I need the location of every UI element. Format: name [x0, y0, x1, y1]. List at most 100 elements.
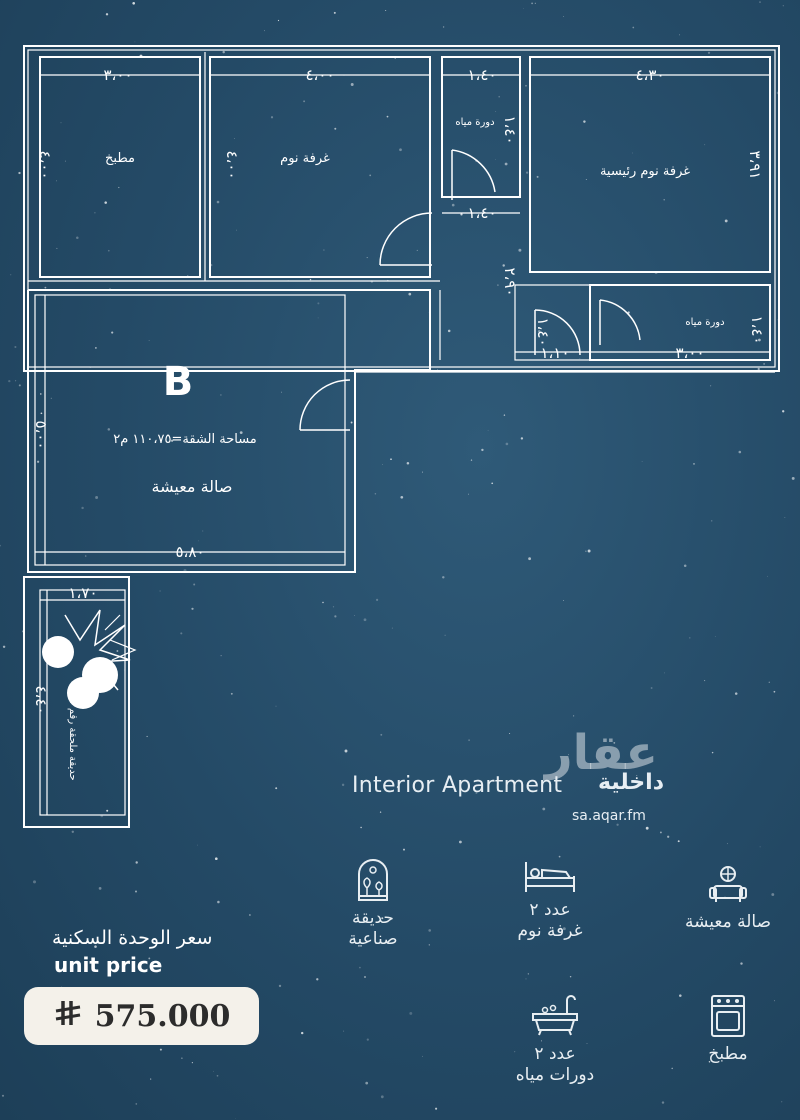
- star-dot: [661, 1101, 665, 1104]
- aqar-url: sa.aqar.fm: [572, 808, 646, 824]
- dim-garden-width: ١،٧٠: [68, 584, 97, 602]
- price-value: 575.000: [94, 998, 231, 1034]
- feature-bathrooms-count: عدد ٢: [534, 1044, 576, 1064]
- dim-bath-top-height: ١،٤٠: [501, 115, 519, 144]
- floor-plan: ٣،٠٠ ٤،٠٠ ١،٤٠ ٤،٣٠ ١،٤٠ ٣،٠٠ ١،١٠ ٥،٨٠ …: [0, 0, 800, 830]
- room-bath-top-label: دورة مياه: [455, 117, 494, 128]
- dim-bath-right-width: ٣،٠٠: [675, 344, 704, 362]
- star-dot: [759, 846, 761, 848]
- dim-bedroom-height: ٤،٠٠: [223, 150, 241, 179]
- room-kitchen-label: مطبخ: [105, 151, 135, 166]
- star-dot: [359, 966, 361, 969]
- star-dot: [667, 835, 670, 838]
- star-dot: [135, 1103, 138, 1105]
- dim-kitchen-width: ٣،٠٠: [103, 66, 132, 84]
- sofa-icon: [709, 866, 747, 902]
- star-dot: [459, 840, 462, 844]
- star-dot: [428, 944, 430, 946]
- feature-bedrooms-label: غرفة نوم: [517, 921, 583, 941]
- plan-walls: [23, 45, 780, 828]
- star-dot: [33, 880, 36, 884]
- feature-bathrooms: عدد ٢ دورات مياه: [495, 994, 615, 1086]
- dim-master-height: ٣،٩١: [746, 150, 764, 179]
- dim-bath-right-height: ١،٤٠: [748, 315, 766, 344]
- room-bedroom-label: غرفة نوم: [280, 151, 330, 166]
- star-dot: [422, 1055, 423, 1057]
- star-dot: [726, 843, 728, 845]
- star-dot: [365, 1081, 369, 1085]
- plan-dimension-lines: [35, 74, 770, 815]
- room-garden-label: حديقة ملحقة رقم ١: [67, 699, 78, 780]
- apartment-area: مساحة الشقة=١١٠،٧٥ م٢: [113, 432, 257, 447]
- star-dot: [235, 1118, 236, 1119]
- garden-plants-icon: [42, 609, 137, 709]
- aqar-logo: عقار: [545, 725, 658, 781]
- room-master-label: غرفة نوم رئيسية: [600, 164, 690, 179]
- star-dot: [316, 978, 319, 981]
- feature-garden-line2: صناعية: [348, 929, 398, 949]
- star-dot: [428, 929, 432, 932]
- dim-small-width: ١،١٠: [540, 344, 569, 362]
- dim-living-width: ٥،٨٠: [175, 543, 204, 561]
- star-dot: [569, 975, 572, 978]
- interior-apartment-title: Interior Apartment: [352, 773, 563, 798]
- room-living-label: صالة معيشة: [152, 477, 233, 496]
- star-dot: [659, 831, 662, 834]
- star-dot: [216, 1074, 219, 1077]
- star-dot: [191, 1062, 193, 1064]
- star-dot: [217, 900, 220, 904]
- plan-doors: [299, 149, 641, 431]
- plant-window-icon: [358, 859, 388, 901]
- star-dot: [197, 844, 198, 846]
- bed-icon: [525, 862, 575, 892]
- star-dot: [98, 887, 102, 890]
- star-dot: [740, 962, 743, 965]
- star-dot: [409, 1011, 413, 1015]
- feature-bathrooms-label: دورات مياه: [515, 1065, 595, 1085]
- star-dot: [677, 840, 680, 843]
- dim-master-width: ٤،٣٠: [635, 66, 664, 84]
- star-dot: [366, 1038, 369, 1041]
- dim-corridor-width: ١،٤٠: [467, 204, 496, 222]
- feature-garden: حديقة صناعية: [318, 858, 428, 950]
- feature-bedrooms-count: عدد ٢: [529, 900, 571, 920]
- star-dot: [135, 861, 138, 864]
- star-dot: [159, 1048, 162, 1051]
- star-dot: [364, 976, 366, 978]
- feature-living-label: صالة معيشة: [684, 912, 772, 932]
- star-dot: [403, 848, 405, 851]
- star-dot: [301, 1031, 304, 1035]
- star-dot: [343, 1030, 345, 1032]
- dim-small-height: ١،٤٠: [534, 317, 552, 346]
- dim-bedroom-width: ٤،٠٠: [305, 66, 334, 84]
- feature-bedrooms: عدد ٢ غرفة نوم: [495, 858, 605, 942]
- star-dot: [781, 1101, 783, 1103]
- riyal-currency-icon: [53, 998, 83, 1035]
- unit-price-label-ar: سعر الوحدة السكنية: [52, 927, 213, 949]
- block-label: B: [163, 359, 194, 405]
- dim-bath-top-width: ١،٤٠: [467, 66, 496, 84]
- star-dot: [135, 890, 137, 893]
- room-labels: مطبخ غرفة نوم غرفة نوم رئيسية دورة مياه …: [67, 117, 725, 781]
- dim-garden-height: ٤،٤٠: [32, 685, 50, 714]
- star-dot: [527, 973, 529, 975]
- star-dot: [150, 1078, 152, 1080]
- feature-kitchen-label: مطبخ: [708, 1044, 748, 1064]
- star-dot: [671, 1067, 673, 1070]
- star-dot: [278, 984, 282, 988]
- feature-kitchen: مطبخ: [688, 994, 768, 1065]
- star-dot: [71, 830, 74, 833]
- star-dot: [214, 857, 218, 861]
- star-dot: [249, 914, 251, 916]
- room-bath-right-label: دورة مياه: [685, 317, 724, 328]
- star-dot: [525, 978, 527, 980]
- star-dot: [380, 1095, 384, 1099]
- dim-living-height: ٥،٠٠: [32, 420, 50, 449]
- dim-kitchen-height: ٤،٠٠: [36, 150, 54, 179]
- stove-icon: [711, 995, 745, 1037]
- star-dot: [435, 1107, 438, 1110]
- price-box: 575.000: [24, 987, 259, 1045]
- dim-corridor-height: ٢،٩٠: [501, 267, 519, 296]
- star-dot: [213, 1070, 214, 1072]
